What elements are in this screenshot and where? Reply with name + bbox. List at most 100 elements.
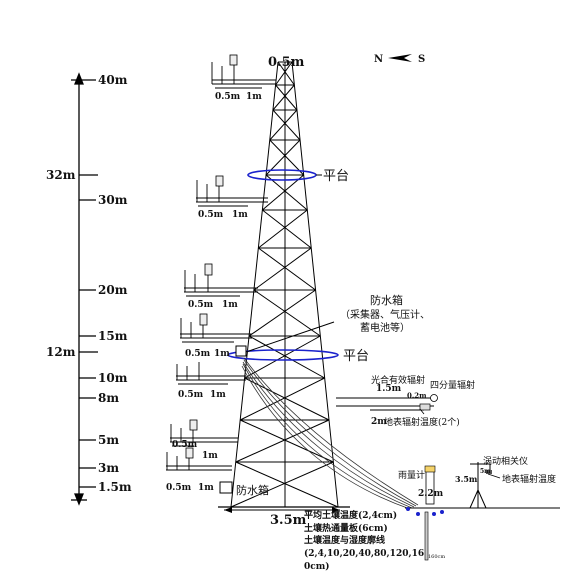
rain-gauge-label: 雨量计 (398, 469, 425, 481)
tower-diagonal-brace (265, 174, 308, 211)
soil-profile-probe (424, 511, 429, 561)
boom-3m-1: 1m (198, 483, 214, 493)
box-bottom-label: 防水箱 (236, 483, 269, 497)
boom-30m (196, 180, 268, 207)
box-contents-2: 蓄电池等） (360, 321, 410, 334)
par-label: 光合有效辐射 (371, 374, 425, 386)
boom-20m (184, 270, 258, 297)
boom-15m (180, 318, 252, 343)
tower-diagonal-brace (275, 61, 293, 86)
tower-diagonal-brace (244, 335, 321, 379)
base-width-label: 3.5m (270, 513, 307, 528)
boom-20m-1: 1m (222, 300, 238, 310)
waterproof-box-bottom (219, 481, 233, 494)
waterproof-box-12m (235, 345, 247, 357)
height-label-5m: 5m (98, 433, 119, 447)
boom-15m-1: 1m (214, 349, 230, 359)
tower-diagonal-brace (235, 419, 330, 463)
tower-diagonal-brace (272, 84, 295, 111)
sensor-30m-icon (215, 175, 224, 187)
tower-diagonal-brace (239, 377, 325, 421)
radiation-small-dim: 0.2m (407, 391, 427, 400)
box-leader-line (245, 321, 335, 353)
tower-diagonal-brace (262, 209, 312, 249)
eddy-label: 涡动相关仪 (483, 455, 528, 467)
soil-line-2: 土壤热通量板(6cm) (304, 522, 388, 534)
cable-bundle (241, 357, 419, 510)
tower-diagonal-brace (272, 109, 301, 141)
boom-30m-1: 1m (232, 210, 248, 220)
soil-sensor-dot (406, 507, 410, 511)
platform-12m (227, 349, 339, 361)
tower-diagonal-brace (269, 109, 298, 141)
platform-32m-label: 平台 (323, 169, 349, 184)
boom-10m-1: 1m (210, 390, 226, 400)
platform-12m-label: 平台 (343, 349, 369, 364)
tower-diagonal-brace (235, 461, 339, 508)
tower-diagonal-brace (275, 84, 298, 111)
box-contents-1: （采集器、气压计、 (340, 308, 430, 321)
eddy-sensor-icon (486, 470, 492, 474)
radiation-boom (336, 397, 434, 411)
boom-10m (176, 362, 246, 385)
boom-5m (170, 424, 238, 447)
compass-arrow-icon (388, 54, 412, 62)
height-label-1-5m: 1.5m (98, 480, 132, 494)
tower-diagonal-brace (248, 289, 316, 337)
boom-3m-05: 0.5m (166, 483, 192, 493)
radiation-lower-length: 2m (371, 417, 387, 427)
boom-40m-05: 0.5m (215, 92, 241, 102)
soil-line-1: 平均土壤温度(2,4cm) (304, 509, 397, 521)
tower-diagonal-brace (253, 289, 321, 337)
soil-sensor-dot (416, 512, 420, 516)
four-component-label: 四分量辐射 (430, 379, 475, 391)
sensor-40m-icon (229, 54, 238, 66)
top-width-label: 0.5m (268, 55, 305, 70)
eddy-height: 3.5m (455, 474, 478, 484)
tower-diagonal-brace (248, 335, 325, 379)
tower-diagonal-brace (262, 174, 305, 211)
four-component-sensor-icon (419, 403, 431, 411)
soil-line-5: 0cm) (304, 561, 330, 572)
height-label-32m: 32m (46, 168, 76, 182)
height-scale (71, 72, 98, 506)
sensor-3m-icon (185, 447, 194, 459)
soil-line-3: 土壤温度与湿度廓线 (304, 534, 385, 546)
tower-diagonal-brace (258, 247, 316, 291)
radiation-boom-length: 1.5m (376, 384, 402, 394)
tower-diagonal-brace (277, 61, 295, 86)
tower-diagonal-brace (239, 419, 334, 463)
rain-gauge-height: 2.2m (418, 489, 444, 499)
height-label-10m: 10m (98, 371, 128, 385)
boom-10m-05: 0.5m (178, 390, 204, 400)
height-label-40m: 40m (98, 73, 128, 87)
height-label-3m: 3m (98, 461, 119, 475)
boom-3m (166, 452, 232, 471)
height-label-20m: 20m (98, 283, 128, 297)
eddy-surface-label: 地表辐射温度 (502, 473, 556, 485)
compass-north: N (374, 54, 383, 65)
lattice-tower (230, 61, 339, 508)
boom-40m (211, 62, 276, 89)
par-sensor-icon (430, 394, 438, 402)
sensor-5m-icon (189, 419, 198, 431)
height-label-15m: 15m (98, 329, 128, 343)
soil-sensor-dot (440, 510, 444, 514)
tower-diagonal-brace (258, 209, 308, 249)
tower-diagonal-brace (253, 247, 312, 291)
height-label-30m: 30m (98, 193, 128, 207)
boom-40m-1: 1m (246, 92, 262, 102)
boom-5m-1: 1m (202, 451, 218, 461)
boom-30m-05: 0.5m (198, 210, 224, 220)
eddy-small-dim: 5m (480, 468, 491, 475)
height-label-12m: 12m (46, 345, 76, 359)
soil-depth-tick: 160cm (428, 554, 445, 560)
boom-15m-05: 0.5m (185, 349, 211, 359)
tower-diagonal-brace (230, 461, 334, 508)
tower-diagonal-brace (265, 139, 301, 176)
surface-temp-label: 地表辐射温度(2个) (384, 416, 460, 428)
sensor-20m-icon (204, 263, 213, 276)
sensor-15m-icon (199, 313, 208, 326)
